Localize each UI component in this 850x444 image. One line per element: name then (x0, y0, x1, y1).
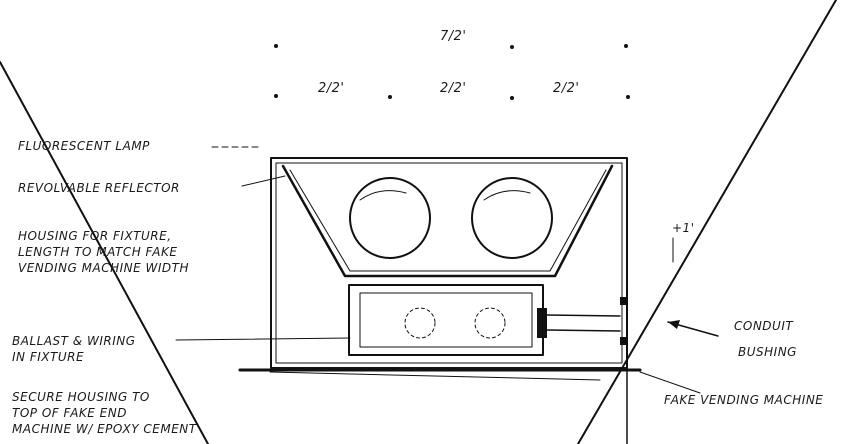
leader-lines (175, 146, 719, 394)
label-housing-line-2: LENGTH TO MATCH FAKE (18, 245, 177, 259)
revolvable-reflector (281, 164, 614, 278)
dimension-segment-1: 2/2' (318, 81, 345, 96)
overall-dimension: 7/2' (440, 29, 467, 44)
fluorescent-lamp-left (349, 177, 431, 259)
label-ballast-line-1: BALLAST & WIRING (12, 334, 136, 348)
label-fluorescent-lamp: FLUORESCENT LAMP (18, 139, 150, 153)
label-bushing: BUSHING (738, 345, 797, 359)
fluorescent-lamp-right (471, 177, 553, 259)
conduit-bushing (537, 291, 628, 444)
ballast-box (348, 284, 544, 356)
dimension-dots (274, 44, 630, 100)
label-secure-line-1: SECURE HOUSING TO (12, 390, 150, 404)
label-reflector: REVOLVABLE REFLECTOR (18, 181, 180, 195)
label-side-note: +1' (672, 221, 695, 235)
label-housing-line-3: VENDING MACHINE WIDTH (18, 261, 189, 275)
label-ballast-line-2: IN FIXTURE (12, 350, 84, 364)
dimension-segment-2: 2/2' (440, 81, 467, 96)
label-secure-line-2: TOP OF FAKE END (12, 406, 127, 420)
left-diagonal-stroke (0, 61, 209, 444)
label-housing-line-1: HOUSING FOR FIXTURE, (18, 229, 172, 243)
label-conduit: CONDUIT (734, 319, 794, 333)
dimension-segment-3: 2/2' (553, 81, 580, 96)
label-fake-vending-machine: FAKE VENDING MACHINE (664, 393, 823, 407)
fixture-housing (270, 157, 628, 369)
right-diagonal-stroke (577, 0, 837, 444)
label-secure-line-3: MACHINE W/ EPOXY CEMENT (12, 422, 198, 436)
